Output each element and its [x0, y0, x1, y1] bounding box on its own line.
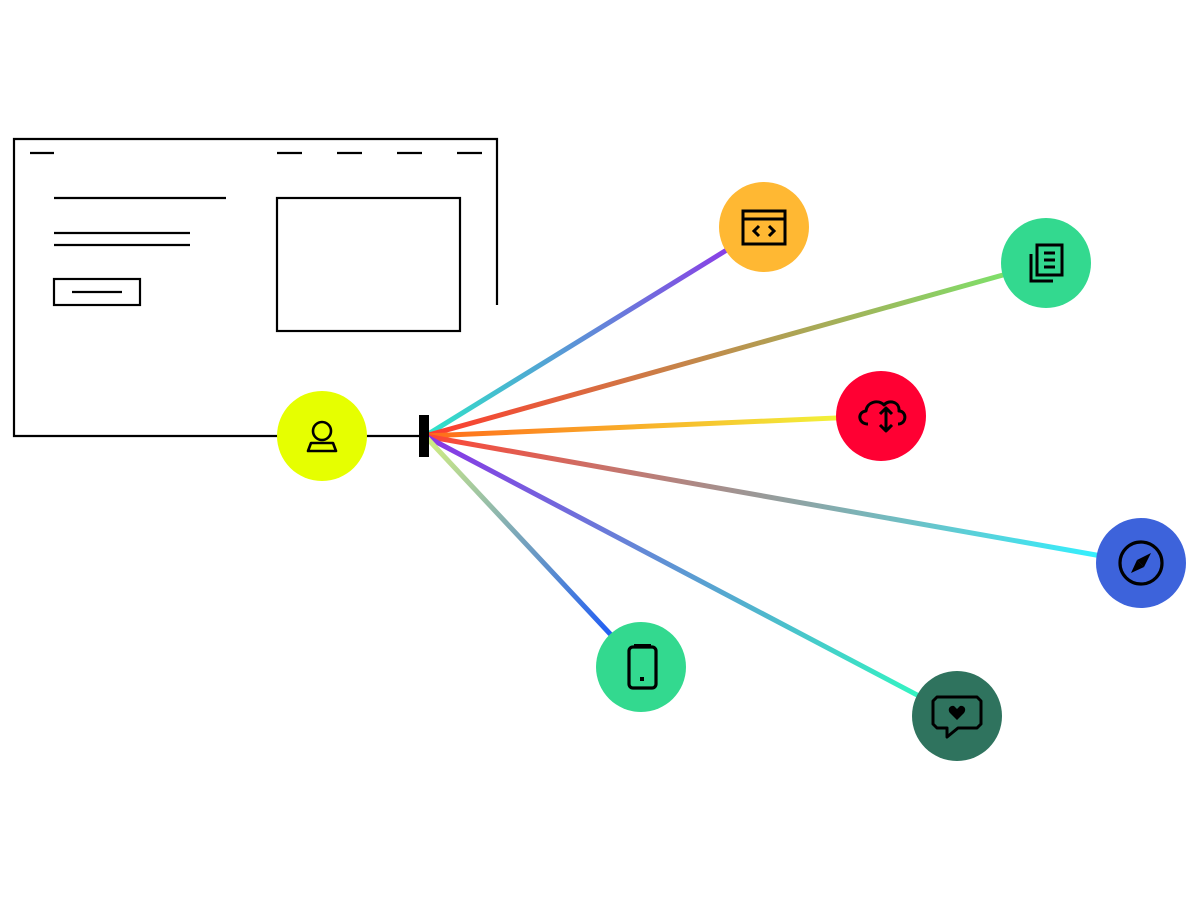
connection-lines — [423, 246, 1101, 699]
user-icon — [306, 420, 338, 453]
endpoint-compass[interactable] — [1096, 518, 1186, 608]
mobile-circle — [596, 622, 686, 712]
documents-circle — [1001, 218, 1091, 308]
connection-line-code-window — [423, 246, 731, 439]
endpoint-mobile[interactable] — [596, 622, 686, 712]
browser-frame — [12, 137, 499, 438]
code-window-icon — [741, 209, 787, 246]
cloud-sync-icon — [858, 400, 907, 433]
chat-heart-icon — [931, 695, 983, 739]
endpoint-cloud-sync[interactable] — [836, 371, 926, 461]
connection-line-cloud-sync — [424, 415, 840, 439]
endpoint-documents[interactable] — [1001, 218, 1091, 308]
browser-wireframe — [12, 137, 499, 438]
endpoint-code-window[interactable] — [719, 182, 809, 272]
browser-cta-box — [52, 277, 142, 307]
browser-image-placeholder — [275, 196, 462, 333]
compass-icon — [1118, 540, 1164, 586]
documents-icon — [1029, 243, 1064, 283]
endpoint-chat-heart[interactable] — [912, 671, 1002, 761]
connection-line-compass — [424, 433, 1101, 559]
connection-line-chat-heart — [423, 433, 922, 699]
code-window-circle — [719, 182, 809, 272]
mobile-phone-icon — [627, 644, 658, 690]
user-node[interactable] — [277, 391, 367, 481]
cloud-sync-circle — [836, 371, 926, 461]
hub-bar — [419, 415, 429, 457]
connection-line-mobile — [423, 434, 615, 639]
connection-line-documents — [424, 271, 1007, 439]
